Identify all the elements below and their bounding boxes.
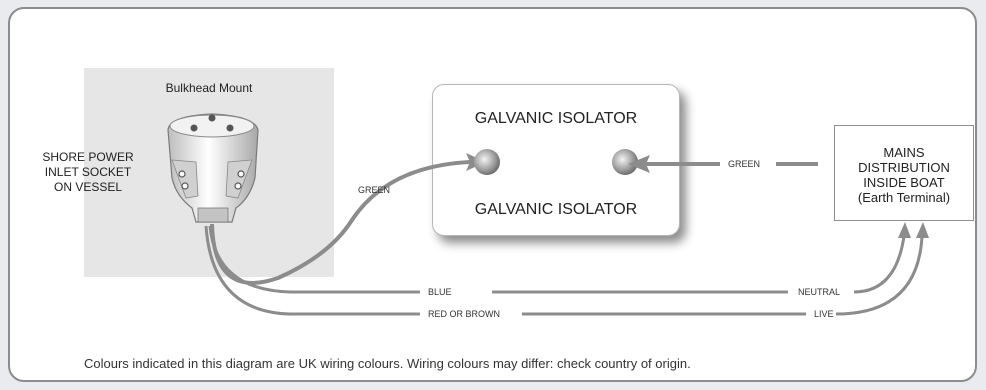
blue-wire [208, 225, 420, 294]
live-wire-label: LIVE [812, 309, 836, 319]
bulkhead-mount-title: Bulkhead Mount [165, 81, 253, 95]
red-wire [204, 225, 420, 316]
green-wire-left [210, 160, 471, 285]
mains-distribution-box [834, 125, 974, 221]
isolator-terminal-left [474, 149, 500, 175]
neutral-wire [853, 235, 906, 294]
shore-power-line-2: INLET SOCKET [44, 165, 132, 179]
shore-power-line-1: SHORE POWER [42, 150, 134, 164]
shore-power-line-3: ON VESSEL [53, 180, 123, 194]
mains-line-3: INSIDE BOAT [863, 175, 945, 190]
green-wire-left-label: GREEN [358, 185, 391, 195]
isolator-terminal-right [612, 149, 638, 175]
red-wire-label: RED OR BROWN [426, 309, 502, 319]
live-arrow-head [916, 222, 929, 238]
blue-wire-label: BLUE [426, 287, 454, 297]
isolator-top-label: GALVANIC ISOLATOR [474, 110, 638, 127]
mains-line-4: (Earth Terminal) [857, 190, 951, 205]
arrow-head-right [628, 155, 650, 173]
mains-line-1: MAINS [883, 145, 925, 160]
shore-power-label: SHORE POWER INLET SOCKET ON VESSEL [26, 150, 150, 195]
shore-power-socket-icon [167, 113, 259, 223]
live-wire [835, 235, 924, 316]
neutral-arrow-head [898, 222, 911, 238]
footnote: Colours indicated in this diagram are UK… [84, 356, 691, 371]
mains-line-2: DISTRIBUTION [858, 160, 950, 175]
neutral-wire-label: NEUTRAL [796, 287, 843, 297]
mains-distribution-label: MAINS DISTRIBUTION INSIDE BOAT (Earth Te… [834, 145, 974, 205]
isolator-bottom-label: GALVANIC ISOLATOR [474, 201, 638, 218]
green-wire-right-label: GREEN [726, 159, 763, 169]
